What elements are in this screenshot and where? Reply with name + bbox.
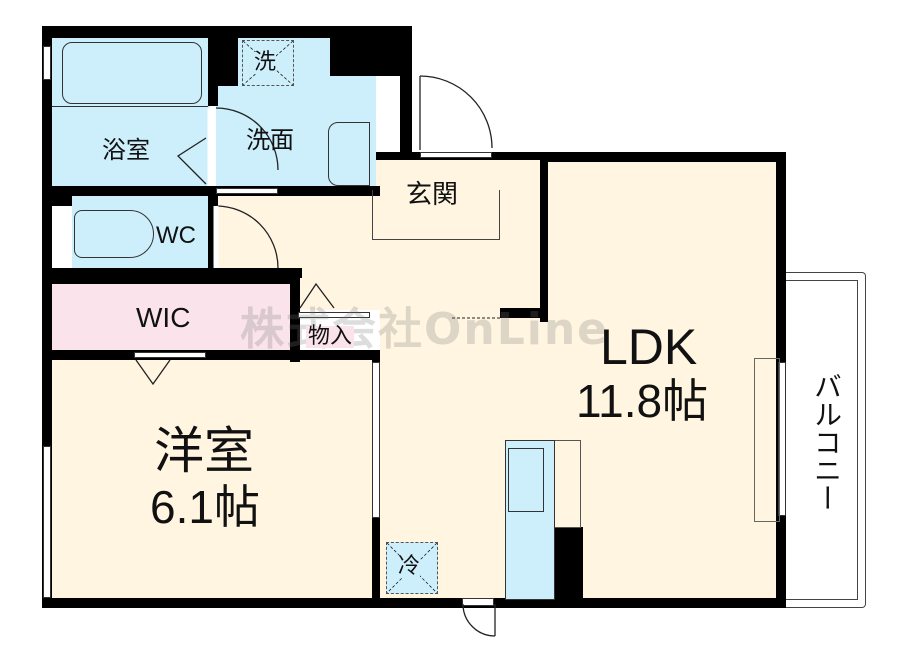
label-ldk-size: 11.8帖: [576, 375, 709, 427]
label-western-name: 洋室: [154, 422, 254, 480]
door-gap-back: [462, 598, 494, 606]
wall-wic-top: [42, 272, 300, 284]
label-storage: 物入: [306, 324, 355, 349]
kitchen-counter: [505, 440, 555, 600]
watermark: 株式会社OnLine: [240, 304, 610, 355]
door-gap-wic: [134, 352, 206, 358]
western-room: [50, 360, 374, 600]
label-ldk-name: LDK: [600, 319, 698, 375]
label-fridge: 冷: [398, 554, 421, 579]
label-bath: 浴室: [102, 136, 150, 164]
wall-ldk-top: [540, 152, 786, 162]
balcony-inner: [786, 280, 858, 600]
label-balcony: バルコニー: [810, 372, 843, 512]
bathtub: [62, 42, 202, 104]
walk-in-closet: [50, 282, 290, 354]
balcony: [786, 272, 866, 608]
label-washer: 洗: [254, 50, 277, 75]
wall-ldk-left-upper: [540, 152, 548, 322]
wall-wash-block: [208, 26, 238, 86]
bath-divider: [52, 106, 208, 107]
window-bath: [43, 46, 51, 80]
kitchen-outline: [555, 440, 581, 528]
sink: [508, 448, 544, 512]
label-toilet: WC: [156, 222, 196, 249]
wall-wic-right: [290, 272, 300, 362]
washer-space: [242, 40, 294, 86]
door-gap-storage: [298, 312, 370, 318]
label-wic: WIC: [136, 302, 191, 333]
window-western-right: [372, 362, 380, 518]
wall-bottom: [42, 598, 786, 608]
kitchen-column: [555, 527, 583, 601]
ldk-upper: [546, 158, 780, 318]
door-gap-entrance: [420, 152, 492, 158]
label-entrance: 玄関: [406, 180, 459, 210]
toilet-fixture: [74, 210, 154, 258]
wall-left: [42, 26, 52, 608]
wall-toilet-right: [208, 186, 218, 276]
label-western-size: 6.1帖: [150, 481, 260, 533]
wall-dark-block: [330, 26, 412, 76]
window-balcony: [778, 362, 786, 516]
label-washroom: 洗面: [246, 126, 294, 154]
wall-wic-bottom: [42, 350, 378, 360]
curtain-box: [754, 358, 780, 522]
vanity: [328, 122, 370, 186]
window-western-left: [43, 446, 51, 598]
entrance-step: [372, 190, 500, 240]
wall-toilet-left: [42, 196, 72, 206]
door-gap-wash: [216, 188, 278, 194]
wall-storage-right: [500, 308, 546, 318]
